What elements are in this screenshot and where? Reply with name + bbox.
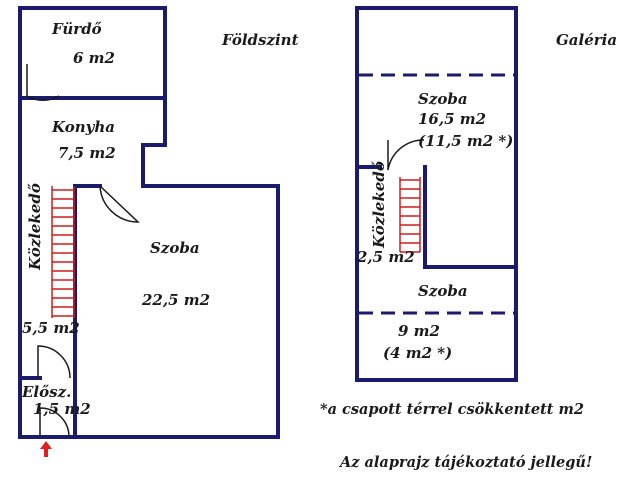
room-area-kozlekedo: 5,5 m2: [22, 319, 80, 337]
hall-door: [37, 345, 71, 379]
room-name-szoba: Szoba: [150, 239, 200, 257]
reduced-area-note: *a csapott térrel csökkentett m2: [320, 401, 584, 418]
gallery-door: [387, 139, 425, 171]
room-reduced-area-szoba-gallery: (11,5 m2 *): [418, 132, 513, 150]
room-area-szoba: 22,5 m2: [141, 291, 210, 309]
gallery-title: Galéria: [556, 31, 617, 49]
disclaimer-note: Az alaprajz tájékoztató jellegű!: [338, 454, 592, 471]
outer-wall: [18, 6, 280, 439]
room-name-szoba-small: Szoba: [418, 282, 468, 300]
entrance-arrow-icon: [40, 441, 52, 457]
stairs: [51, 186, 75, 318]
room-area-konyha: 7,5 m2: [58, 144, 116, 162]
room-name-furdo: Fürdő: [51, 20, 102, 38]
room-name-kozlekedo-gallery: Közlekedő: [370, 161, 388, 249]
gallery-stairs: [399, 177, 421, 253]
room-area-szoba-gallery: 16,5 m2: [418, 110, 486, 128]
ground-floor-plan: Fürdő 6 m2 Konyha 7,5 m2 Szoba 22,5 m2 K…: [18, 6, 299, 457]
outer-wall: [355, 6, 518, 382]
room-area-eloszoba: 1,5 m2: [33, 400, 91, 418]
bathroom-door: [26, 64, 60, 102]
room-name-eloszoba: Elősz.: [21, 383, 71, 401]
room-name-konyha: Konyha: [51, 118, 115, 136]
room-area-kozlekedo-gallery: 2,5 m2: [356, 248, 415, 266]
gallery-plan: Szoba 16,5 m2 (11,5 m2 *) Közlekedő 2,5 …: [355, 6, 617, 382]
room-reduced-area-szoba-small: (4 m2 *): [383, 344, 452, 362]
room-area-furdo: 6 m2: [73, 49, 115, 67]
entrance-door: [39, 407, 70, 438]
room-name-szoba-gallery: Szoba: [418, 90, 468, 108]
room-area-szoba-small: 9 m2: [398, 322, 440, 340]
kitchen-door: [99, 185, 140, 223]
ground-floor-title: Földszint: [221, 31, 299, 49]
room-name-kozlekedo: Közlekedő: [26, 183, 44, 271]
